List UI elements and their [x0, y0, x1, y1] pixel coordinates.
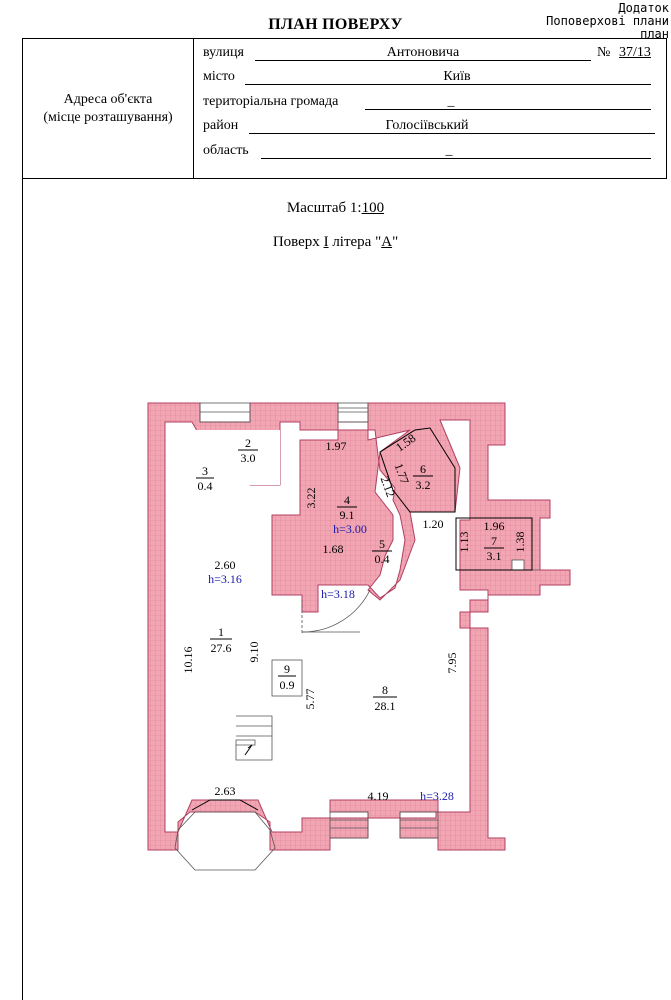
dim-1-77: 1.77 [392, 461, 412, 486]
dim-1-20: 1.20 [423, 517, 444, 531]
address-sublabel: (місце розташування) [43, 109, 173, 125]
corner-note-line3: план [640, 27, 669, 41]
height-8: h=3.28 [420, 789, 454, 803]
room-6-num: 6 [420, 462, 426, 476]
region-line [261, 143, 651, 159]
room-3-area: 0.4 [198, 479, 213, 493]
room-6-area: 3.2 [416, 478, 431, 492]
quote-close: " [392, 234, 399, 250]
height-4: h=3.00 [333, 522, 367, 536]
room-3-num: 3 [202, 464, 208, 478]
letter-text: літера " [328, 234, 382, 250]
scale-label: Масштаб 1:100 [0, 200, 671, 217]
room-2-num: 2 [245, 436, 251, 450]
street-label: вулиця [203, 45, 244, 60]
floor-text: Поверх [272, 234, 324, 250]
dim-5-77: 5.77 [303, 689, 317, 710]
dim-1-97: 1.97 [326, 439, 347, 453]
community-label: територіальна громада [203, 94, 339, 109]
corner-note-line2: Поповерхові плани [546, 14, 669, 28]
dim-1-38: 1.38 [513, 532, 527, 553]
letter-value: А [381, 234, 393, 250]
dim-9-10: 9.10 [247, 642, 261, 663]
floor-value: І [323, 234, 329, 250]
floor-label: Поверх І літера "А" [0, 234, 671, 251]
room-5-area: 0.4 [375, 552, 390, 566]
address-table: Адреса об'єкта (місце розташування) вули… [22, 38, 667, 179]
room-4-area: 9.1 [340, 508, 355, 522]
number-value: 37/13 [619, 45, 651, 60]
room-1-num: 1 [218, 625, 224, 639]
community-value: _ [447, 94, 455, 109]
dim-2-12: 2.12 [378, 474, 398, 499]
room-8-area: 28.1 [375, 699, 396, 713]
height-1: h=3.16 [208, 572, 242, 586]
address-header-cell: Адреса об'єкта (місце розташування) [23, 39, 194, 178]
dim-3-22: 3.22 [304, 488, 318, 509]
dim-4-19: 4.19 [368, 789, 389, 803]
scale-text: Масштаб 1: [286, 200, 362, 216]
scale-value: 100 [361, 200, 385, 216]
room-2-area: 3.0 [241, 451, 256, 465]
dim-1-96: 1.96 [484, 519, 505, 533]
dim-2-60: 2.60 [215, 558, 236, 572]
room-9-num: 9 [284, 662, 290, 676]
height-8-top: h=3.18 [321, 587, 355, 601]
room-7-area: 3.1 [487, 549, 502, 563]
room-8-num: 8 [382, 683, 388, 697]
dim-1-13: 1.13 [457, 532, 471, 553]
community-line [365, 94, 651, 110]
number-label: № [597, 45, 611, 60]
district-label: район [203, 118, 239, 133]
street-line [255, 45, 591, 61]
district-line [249, 118, 655, 134]
room-1-area: 27.6 [211, 641, 232, 655]
region-value: _ [445, 143, 453, 158]
city-line [245, 69, 651, 85]
street-value: Антоновича [386, 45, 460, 60]
district-value: Голосіївський [385, 118, 469, 133]
address-label: Адреса об'єкта [63, 91, 153, 107]
city-label: місто [203, 69, 235, 84]
region-label: область [203, 143, 249, 158]
dim-1-68: 1.68 [323, 542, 344, 556]
corner-note-line1: Додаток [618, 1, 669, 15]
room-9-area: 0.9 [280, 678, 295, 692]
page-title: ПЛАН ПОВЕРХУ [268, 16, 403, 33]
frame-left-border [22, 38, 23, 1000]
dim-7-95: 7.95 [445, 653, 459, 674]
dim-10-16: 10.16 [181, 647, 195, 674]
corner-note: Додаток Поповерхові плани план [519, 2, 669, 41]
city-value: Київ [443, 69, 471, 84]
room-5-num: 5 [379, 537, 385, 551]
dim-2-63: 2.63 [215, 784, 236, 798]
room-4-num: 4 [344, 493, 350, 507]
room-7-num: 7 [491, 534, 497, 548]
